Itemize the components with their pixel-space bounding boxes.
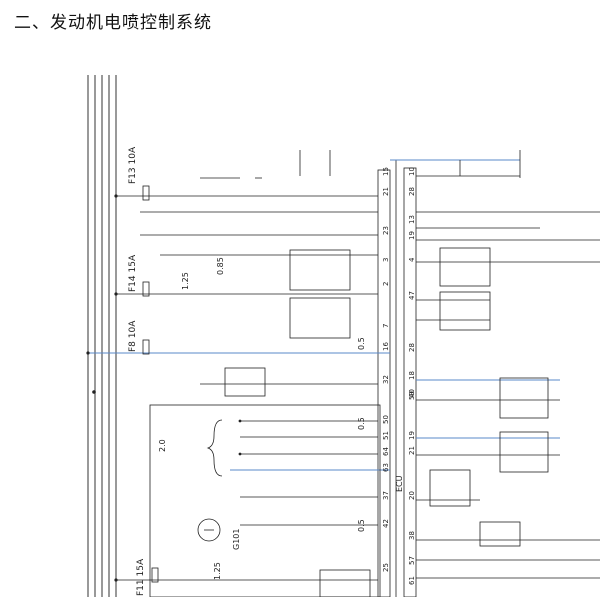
wire-gauge-label: 1.25 [213,562,222,580]
pin-number: 16 [382,342,390,351]
fuse-f8-id: F8 [128,341,138,352]
pin-number: 61 [408,576,416,585]
pin-number: 59 [408,391,416,400]
pin-number: 2 [382,281,390,286]
pin-number: 7 [382,323,390,328]
ecu-label: ECU [395,475,404,493]
pin-number: 20 [408,491,416,500]
annotation-strokes [200,150,521,179]
pin-number: 38 [408,531,416,540]
pin-number: 15 [382,167,390,176]
right-harness-wires [416,175,600,579]
pin-number: 25 [382,563,390,572]
pin-number: 13 [408,215,416,224]
pin-number: 47 [408,291,416,300]
power-bus [87,75,117,597]
fuse-f13: F13 10A [128,147,138,184]
wire-gauge-label: 2.0 [158,439,167,452]
harness-wires [116,195,378,581]
ecu-connector-right [403,167,417,597]
pin-number: 21 [408,446,416,455]
pin-number: 42 [382,519,390,528]
pin-number: 4 [408,257,416,262]
pin-number: 28 [408,343,416,352]
pin-number: 32 [382,375,390,384]
pin-number: 19 [408,431,416,440]
fuse-f11: F11 15A [136,559,146,596]
pin-number: 57 [408,556,416,565]
pin-number: 28 [408,187,416,196]
motor-symbol [197,518,221,542]
fuse-f13-rating: 10A [128,146,138,165]
pin-number: 18 [408,371,416,380]
fuse-f8: F8 10A [128,321,138,352]
pin-number: 64 [382,447,390,456]
pin-number: 3 [382,257,390,262]
wire-gauge-label: 0.5 [357,519,366,532]
pin-number: 37 [382,491,390,500]
wire-gauge-label: 0.5 [357,417,366,430]
fuse-f8-rating: 10A [128,320,138,339]
junction-dots [86,194,242,582]
pin-number: 10 [408,167,416,176]
component-boxes [149,247,549,597]
ecu-connector-left [377,160,397,597]
wire-gauge-label: 1.25 [181,272,190,290]
fuse-f11-rating: 15A [136,558,146,577]
blue-wires [88,159,560,471]
ground-g101-label: G101 [232,528,241,550]
wire-gauge-label: 0.85 [216,257,225,275]
fuse-f11-id: F11 [136,579,146,596]
pin-number: 50 [382,415,390,424]
injector-brace [206,419,223,477]
pin-number: 63 [382,463,390,472]
fuse-f14-id: F14 [128,275,138,292]
pin-number: 19 [408,231,416,240]
pin-number: 21 [382,187,390,196]
fuse-f14-rating: 15A [128,254,138,273]
wire-gauge-label: 0.5 [357,337,366,350]
pin-number: 23 [382,226,390,235]
pin-number: 51 [382,431,390,440]
page-title: 二、发动机电喷控制系统 [14,13,212,33]
fuse-symbols [142,185,159,583]
fuse-f14: F14 15A [128,255,138,292]
fuse-f13-id: F13 [128,167,138,184]
